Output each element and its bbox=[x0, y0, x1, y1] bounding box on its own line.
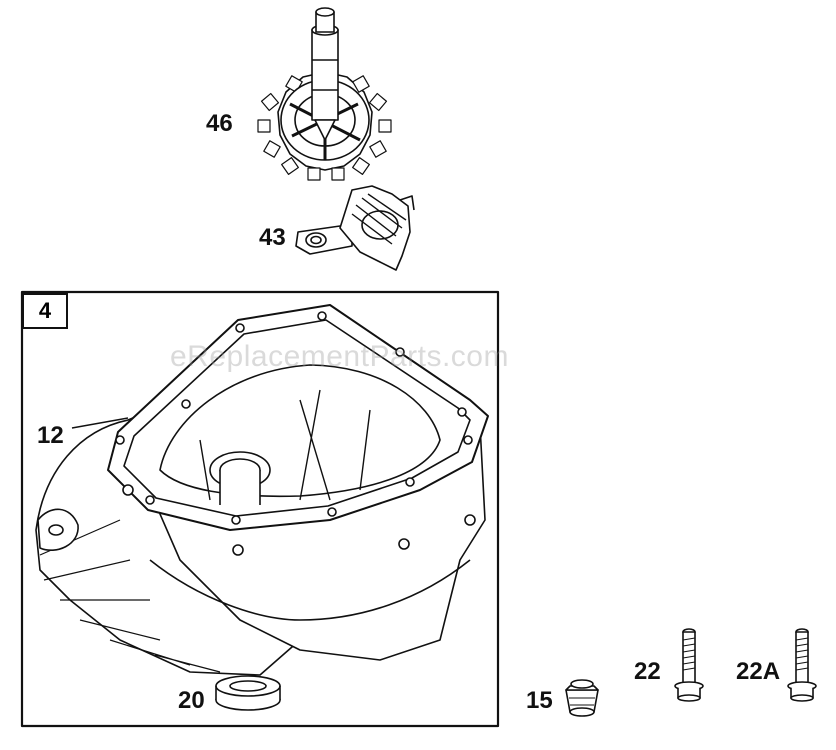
governor-part bbox=[295, 185, 415, 271]
plug-part bbox=[565, 679, 599, 717]
callout-seal: 20 bbox=[178, 687, 205, 714]
callout-governor: 43 bbox=[259, 224, 286, 251]
oil-seal-part bbox=[215, 675, 281, 711]
callout-plug: 15 bbox=[526, 687, 553, 714]
callout-gear: 46 bbox=[206, 110, 233, 137]
bolt-a-part bbox=[787, 628, 817, 702]
watermark: eReplacementParts.com bbox=[170, 340, 509, 373]
callout-bolt: 22 bbox=[634, 658, 661, 685]
gear-shaft-part bbox=[257, 7, 392, 181]
bolt-part bbox=[674, 628, 704, 702]
assembly-box-label: 4 bbox=[22, 293, 68, 329]
sump-cover-part bbox=[35, 304, 489, 676]
sump-leader-line bbox=[71, 417, 129, 429]
callout-sump: 12 bbox=[37, 422, 64, 449]
assembly-box bbox=[20, 290, 500, 728]
callout-bolt-a: 22A bbox=[736, 658, 781, 685]
